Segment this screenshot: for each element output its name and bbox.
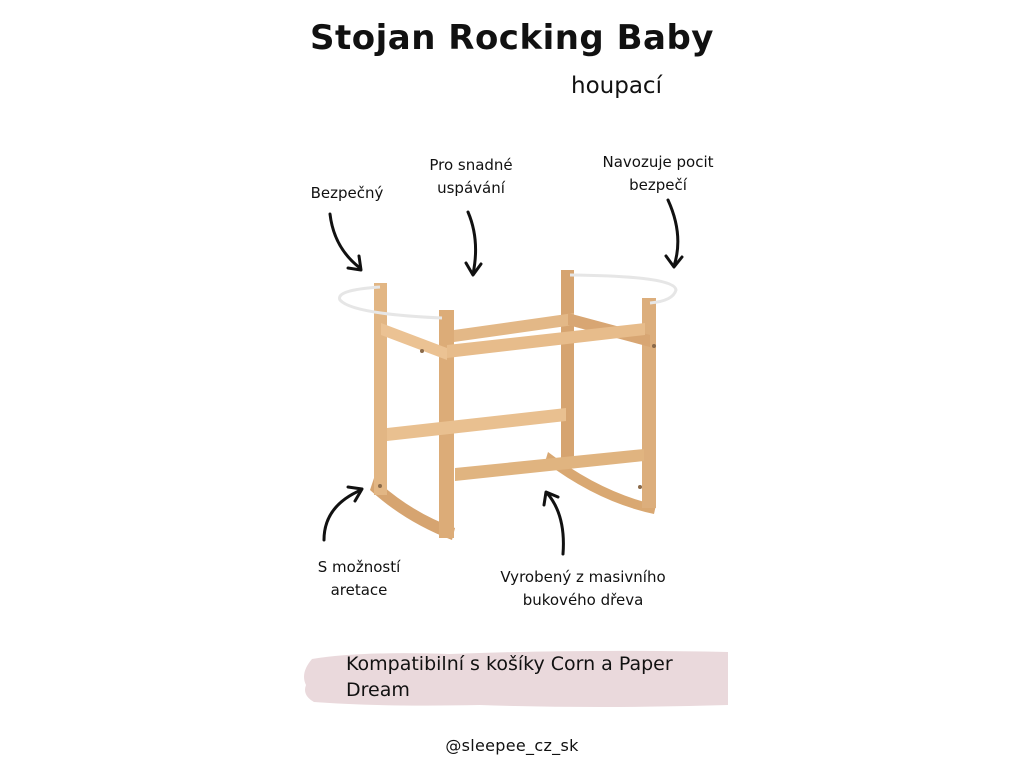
bolt [652,344,656,348]
page-title: Stojan Rocking Baby [310,18,714,58]
feature-label-security-text: Navozuje pocit bezpečí [602,153,714,194]
rail-back-top [454,313,574,342]
basket-rail-left [338,285,443,320]
feature-label-solid-wood: Vyrobený z masivního bukového dřeva [478,566,688,612]
leg-back-left [561,270,574,458]
bolt [420,349,424,353]
feature-label-solid-wood-text: Vyrobený z masivního bukového dřeva [500,568,666,609]
leg-back-right [642,298,656,508]
feature-label-easy-sleep-text: Pro snadné uspávání [429,156,513,197]
brush-stroke-background [304,650,728,707]
rail-front-long [447,323,645,358]
feature-label-easy-sleep: Pro snadné uspávání [412,154,530,200]
social-handle: @sleepee_cz_sk [445,736,579,755]
feature-label-lock-text: S možností aretace [317,558,401,599]
rail-back-lower [455,449,644,481]
page-subtitle: houpací [571,73,662,99]
bolt [638,485,642,489]
rocker-back [545,452,656,514]
feature-label-safe: Bezpečný [310,184,384,202]
rail-front-top [381,323,447,360]
feature-label-security: Navozuje pocit bezpečí [587,151,729,197]
compatibility-banner: Kompatibilní s košíky Corn a Paper Dream [300,645,730,711]
bolt [378,484,382,488]
rocker-front [370,478,455,540]
rail-middle [387,408,566,441]
compatibility-text: Kompatibilní s košíky Corn a Paper Dream [346,653,673,701]
basket-rail-right [569,273,678,305]
feature-label-lock: S možností aretace [300,556,418,602]
